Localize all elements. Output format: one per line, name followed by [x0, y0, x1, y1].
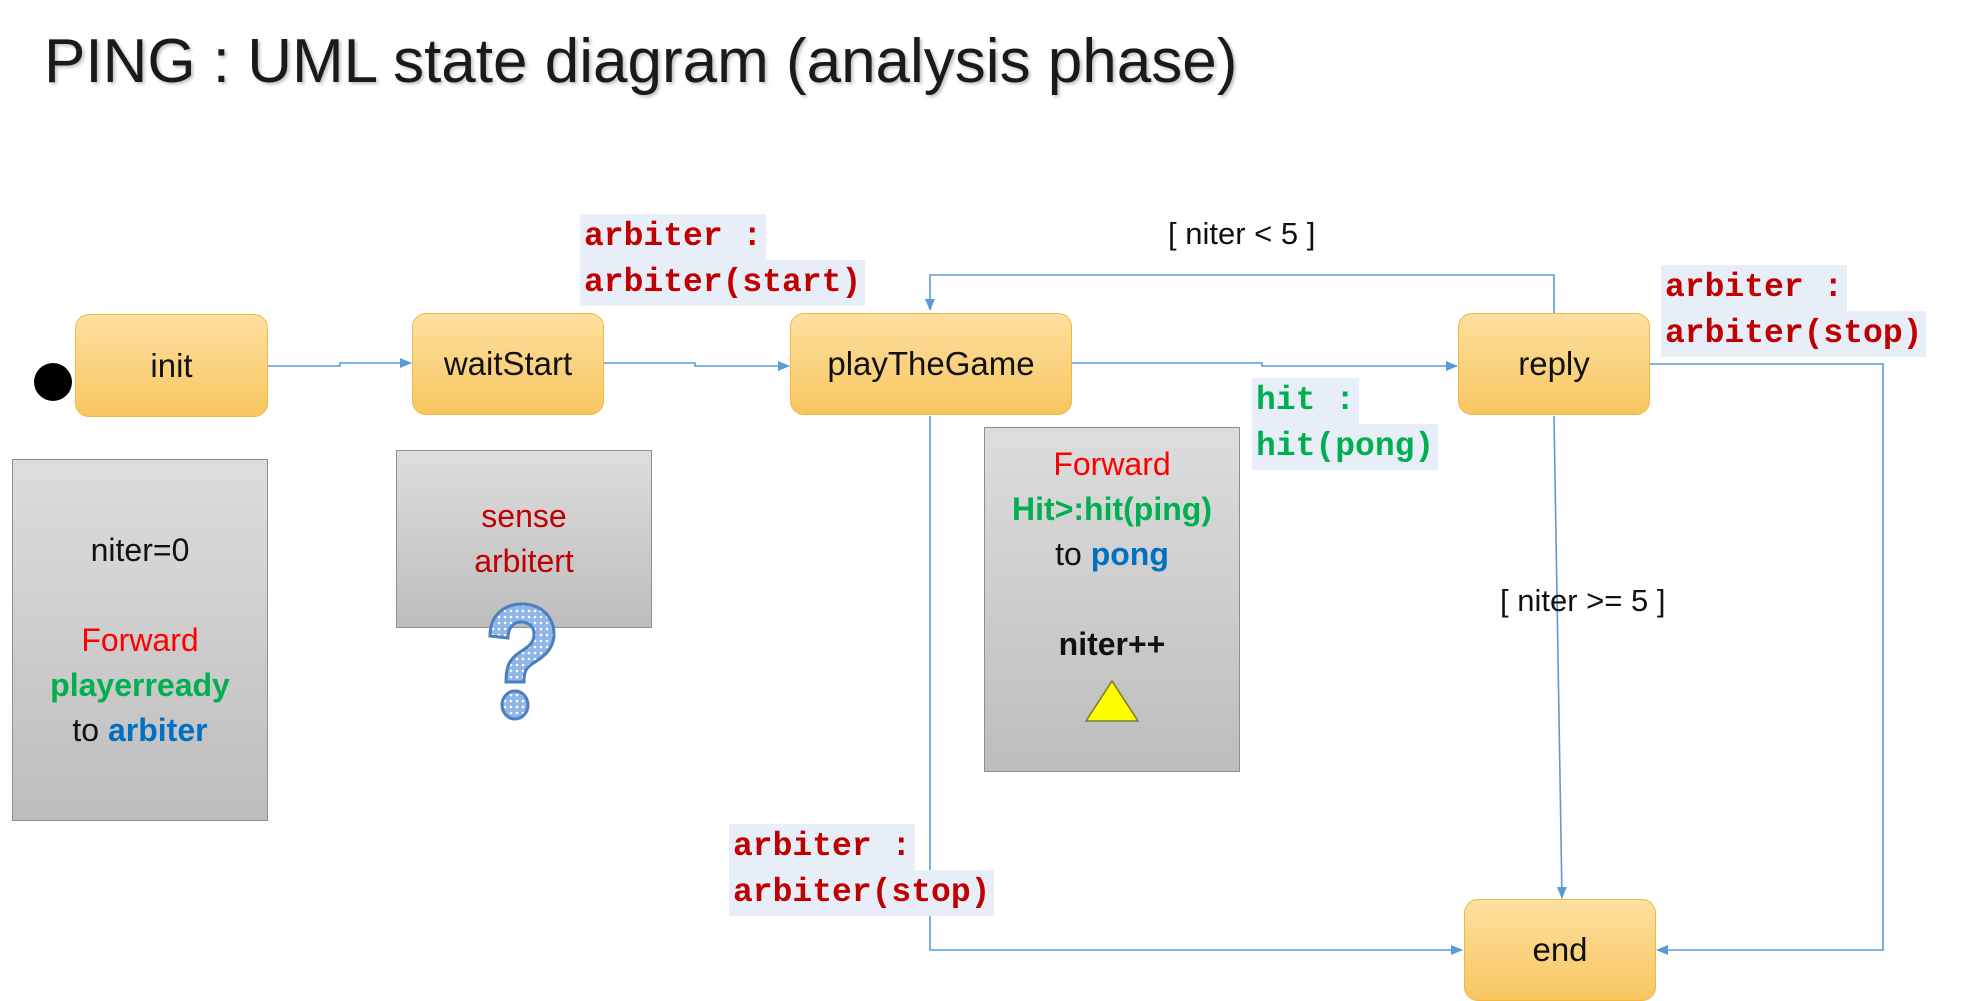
guard-done-label: [ niter >= 5 ] [1500, 583, 1666, 618]
note-init-line4-target: arbiter [107, 711, 208, 748]
note-wait-line1: sense [481, 498, 567, 534]
note-play-line3-target: pong [1090, 536, 1169, 572]
transition-label-stop-reply: arbiter : arbiter(stop) [1661, 265, 1927, 357]
note-waitstart-actions: sense arbitert [396, 450, 652, 628]
state-init-label: init [150, 346, 193, 384]
note-play-line3: to pong [1055, 532, 1169, 577]
note-play-line4: niter++ [1058, 626, 1166, 662]
note-playthegame-actions: Forward Hit>:hit(ping) to pong niter++ [984, 427, 1240, 772]
transition-hit-line1: hit : [1252, 378, 1360, 424]
note-init-line4-prefix: to [72, 711, 108, 748]
state-waitstart[interactable]: waitStart [412, 313, 604, 415]
transition-hit-line2: hit(pong) [1252, 424, 1439, 470]
transition-stop-play-line1: arbiter : [729, 824, 916, 870]
note-init-line1: niter=0 [90, 531, 190, 568]
state-reply[interactable]: reply [1458, 313, 1650, 415]
transition-start-line1: arbiter : [580, 214, 767, 260]
transition-label-stop-play: arbiter : arbiter(stop) [729, 824, 995, 916]
note-init-line3: playerready [50, 666, 230, 703]
arrow-reply-to-end [1553, 415, 1567, 899]
note-play-line2: Hit>:hit(ping) [1012, 491, 1212, 527]
guard-loop-label: [ niter < 5 ] [1168, 216, 1316, 251]
state-playthegame[interactable]: playTheGame [790, 313, 1072, 415]
note-init-actions: niter=0 Forward playerready to arbiter [12, 459, 268, 821]
state-waitstart-label: waitStart [443, 345, 573, 382]
note-play-line3-prefix: to [1055, 536, 1091, 572]
arrow-reply-loop-to-playthegame [925, 274, 1555, 314]
state-end[interactable]: end [1464, 899, 1656, 1001]
note-play-line1: Forward [1053, 446, 1171, 482]
question-mark-icon [488, 602, 556, 721]
note-init-line2: Forward [81, 621, 199, 658]
arrow-reply-stop-to-end [1650, 363, 1884, 955]
state-reply-label: reply [1518, 345, 1590, 382]
transition-start-line2: arbiter(start) [580, 260, 866, 306]
transition-stop-play-line2: arbiter(stop) [729, 870, 995, 916]
arrow-init-to-waitstart [268, 358, 412, 368]
arrow-playthegame-to-reply [1072, 361, 1458, 371]
transition-label-hit: hit : hit(pong) [1252, 378, 1439, 470]
transition-stop-reply-line1: arbiter : [1661, 265, 1848, 311]
initial-state-dot [34, 363, 72, 401]
state-init[interactable]: init [75, 314, 268, 417]
state-end-label: end [1532, 931, 1588, 968]
arrow-playthegame-to-end [929, 416, 1463, 955]
transition-stop-reply-line2: arbiter(stop) [1661, 311, 1927, 357]
state-playthegame-label: playTheGame [827, 345, 1035, 382]
note-init-line4: to arbiter [72, 708, 207, 753]
diagram-title: PING : UML state diagram (analysis phase… [44, 27, 1238, 96]
warning-triangle-icon [1084, 679, 1140, 722]
note-wait-line2: arbitert [474, 543, 574, 579]
arrow-waitstart-to-playthegame [604, 361, 790, 371]
transition-label-start: arbiter : arbiter(start) [580, 214, 866, 306]
